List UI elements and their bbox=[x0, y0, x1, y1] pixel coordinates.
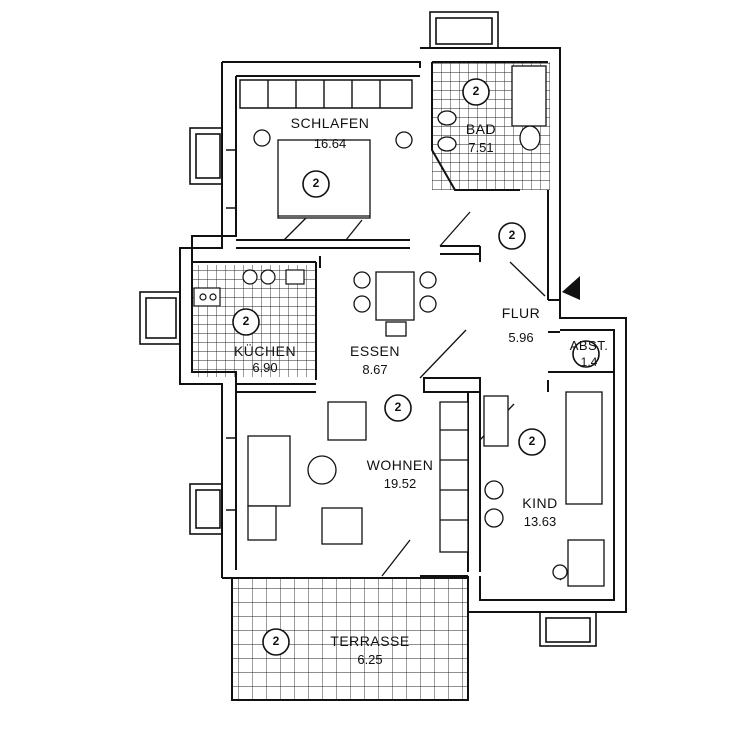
room-area-schlafen: 16.64 bbox=[313, 136, 347, 151]
balconies bbox=[139, 11, 597, 647]
room-name-flur: FLUR bbox=[501, 305, 541, 321]
room-name-essen: ESSEN bbox=[350, 343, 400, 359]
kind-furniture bbox=[483, 391, 605, 587]
bath-fixtures bbox=[437, 65, 547, 152]
room-area-abst: 1.4 bbox=[580, 355, 598, 369]
living-furniture bbox=[247, 401, 469, 553]
marker-number: 2 bbox=[272, 634, 280, 648]
marker-number: 2 bbox=[242, 314, 250, 328]
marker-number: 2 bbox=[472, 84, 480, 98]
terrace-outline bbox=[231, 577, 469, 701]
room-area-essen: 8.67 bbox=[362, 362, 388, 377]
room-area-wohnen: 19.52 bbox=[383, 476, 417, 491]
room-area-flur: 5.96 bbox=[508, 330, 534, 345]
dining-table bbox=[353, 271, 437, 337]
marker-number: 2 bbox=[528, 434, 536, 448]
kitchen-fixtures bbox=[193, 269, 305, 307]
room-area-bad: 7.51 bbox=[468, 140, 494, 155]
room-name-kind: KIND bbox=[522, 495, 558, 511]
schlafen-windows bbox=[239, 79, 413, 109]
room-area-kind: 13.63 bbox=[523, 514, 557, 529]
room-area-terrasse: 6.25 bbox=[357, 652, 383, 667]
marker-number: 2 bbox=[312, 176, 320, 190]
marker-number: 2 bbox=[394, 400, 402, 414]
room-name-bad: BAD bbox=[465, 121, 497, 137]
room-name-schlafen: SCHLAFEN bbox=[290, 115, 370, 131]
room-area-kuechen: 6.90 bbox=[252, 360, 278, 375]
marker-circles bbox=[232, 78, 600, 656]
entrance-arrow bbox=[562, 276, 580, 300]
room-name-wohnen: WOHNEN bbox=[366, 457, 434, 473]
marker-number: 2 bbox=[508, 228, 516, 242]
room-name-abst: ABST. bbox=[569, 338, 609, 353]
outer-walls bbox=[179, 47, 627, 613]
room-name-terrasse: TERRASSE bbox=[330, 633, 410, 649]
room-name-kuechen: KÜCHEN bbox=[233, 343, 297, 359]
bed bbox=[253, 129, 413, 219]
